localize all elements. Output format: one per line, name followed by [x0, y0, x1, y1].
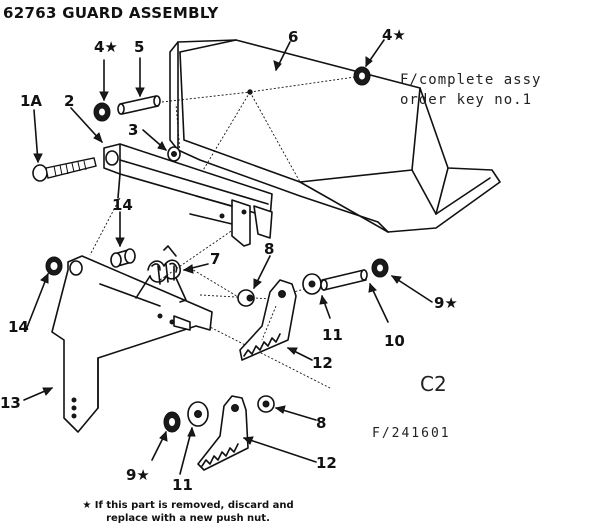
callout-9-lower: 9★: [126, 466, 150, 484]
note-line-1: F/complete assy: [400, 72, 542, 88]
leader-arrowheads: [33, 56, 402, 445]
part-9-push-nut-lower: [163, 411, 181, 433]
callout-12-upper: 12: [312, 354, 333, 372]
callout-7: 7: [210, 250, 221, 268]
diagram-title: 62763 GUARD ASSEMBLY: [3, 4, 219, 22]
part-12-ratchet-lower: [197, 395, 249, 471]
part-14-bushing-lower: [45, 256, 63, 276]
callout-11-lower: 11: [172, 476, 193, 494]
callout-3: 3: [128, 121, 139, 139]
callout-12-lower: 12: [316, 454, 337, 472]
part-1a-screw: [32, 157, 97, 182]
callout-8-lower: 8: [316, 414, 327, 432]
part-13-plate: [51, 255, 213, 433]
callout-8-upper: 8: [264, 240, 275, 258]
part-4-push-nut-left: [93, 102, 111, 122]
callout-10: 10: [384, 332, 405, 350]
footnote-line-2: replace with a new push nut.: [106, 513, 270, 524]
part-7-spring: [135, 245, 187, 303]
part-3-nut: [167, 146, 181, 162]
callout-1a: 1A: [20, 92, 43, 110]
part-2-bracket: [103, 143, 273, 247]
part-10-pin: [320, 269, 368, 291]
part-14-bushing-upper: [110, 248, 136, 268]
callout-14-upper: 14: [112, 196, 133, 214]
part-11-washer-upper: [302, 273, 322, 295]
footnote-line-1: ★ If this part is removed, discard and: [82, 500, 294, 511]
callout-5: 5: [134, 38, 145, 56]
callout-4-right: 4★: [382, 26, 406, 44]
callout-11-upper: 11: [322, 326, 343, 344]
callout-14-lower: 14: [8, 318, 29, 336]
callout-6: 6: [288, 28, 299, 46]
part-6-guard: [169, 39, 501, 233]
callout-2: 2: [64, 92, 75, 110]
callout-9-upper: 9★: [434, 294, 458, 312]
part-11-washer-lower: [187, 401, 209, 427]
part-5-pin: [117, 95, 161, 115]
figure-number: F/241601: [372, 426, 451, 441]
note-line-2: order key no.1: [400, 92, 533, 108]
part-8-bushing-upper: [237, 289, 255, 307]
part-4-push-nut-right: [353, 66, 371, 86]
part-12-ratchet-upper: [239, 279, 297, 361]
callout-4-left: 4★: [94, 38, 118, 56]
part-8-bushing-lower: [257, 395, 275, 413]
part-9-push-nut-upper: [371, 258, 389, 278]
callout-13: 13: [0, 394, 21, 412]
diagram-code: C2: [420, 372, 447, 396]
